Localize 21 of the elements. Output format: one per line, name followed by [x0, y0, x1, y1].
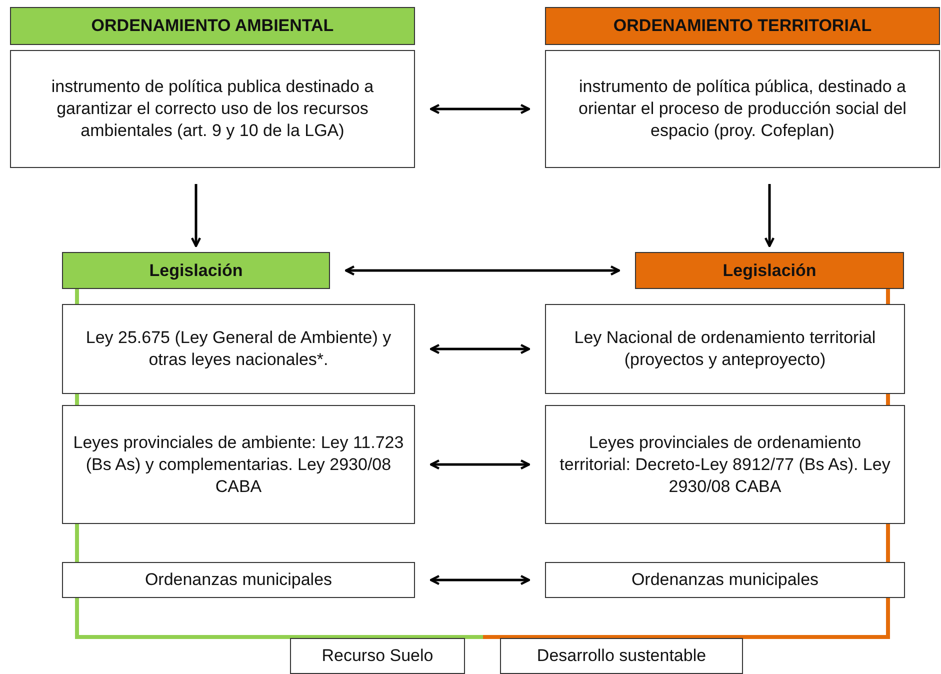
- arrow: [430, 574, 530, 586]
- text-box: Ordenanzas municipales: [545, 562, 905, 598]
- arrow: [190, 184, 202, 248]
- header-box: Legislación: [62, 252, 330, 289]
- header-box: ORDENAMIENTO TERRITORIAL: [545, 7, 940, 45]
- text-box: Ordenanzas municipales: [62, 562, 415, 598]
- arrow: [764, 184, 775, 248]
- text-box: instrumento de política publica destinado a garantizar el correcto uso de los recursos ambientales (art. 9 y 10 de la LGA): [10, 50, 415, 168]
- text-box: Ley Nacional de ordenamiento territorial (proyectos y anteproyecto): [545, 304, 905, 394]
- text-box: Leyes provinciales de ordenamiento territorial: Decreto-Ley 8912/77 (Bs As). Ley 2930/08 CABA: [545, 405, 905, 524]
- arrow: [430, 104, 530, 114]
- header-box: ORDENAMIENTO AMBIENTAL: [10, 7, 415, 45]
- arrow: [430, 459, 530, 470]
- text-box: Leyes provinciales de ambiente: Ley 11.723 (Bs As) y complementarias. Ley 2930/08 CABA: [62, 405, 415, 524]
- header-box: Legislación: [635, 252, 904, 289]
- text-box: Ley 25.675 (Ley General de Ambiente) y otras leyes nacionales*.: [62, 304, 415, 394]
- text-box: Desarrollo sustentable: [500, 638, 743, 674]
- arrow: [344, 265, 620, 276]
- text-box: instrumento de política pública, destinado a orientar el proceso de producción social del espacio (proy. Cofeplan): [545, 50, 940, 168]
- arrow: [430, 344, 530, 354]
- text-box: Recurso Suelo: [290, 638, 465, 674]
